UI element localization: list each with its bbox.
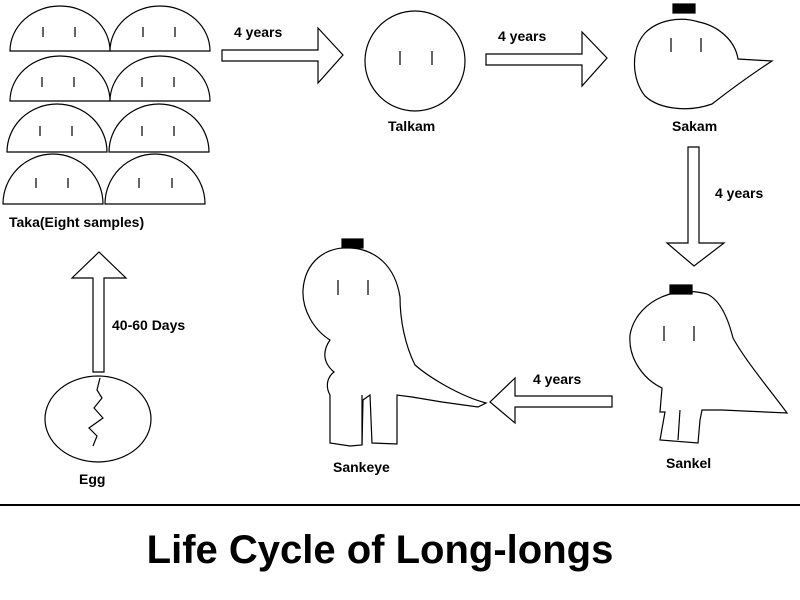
egg-figure [44, 375, 152, 463]
label-egg: Egg [79, 471, 106, 487]
arrow-taka-to-talkam [221, 26, 344, 85]
label-sankel-to-sankeye: 4 years [533, 371, 582, 387]
sankel-figure [629, 284, 789, 444]
label-sakam: Sakam [672, 118, 718, 134]
sankeye-figure [302, 238, 488, 447]
talkam-figure [364, 10, 466, 112]
taka-sample [104, 153, 206, 205]
label-taka: Taka(Eight samples) [9, 214, 145, 230]
label-egg-to-taka: 40-60 Days [112, 317, 186, 333]
label-sakam-to-sankel: 4 years [715, 185, 764, 201]
arrow-sakam-to-sankel [665, 146, 726, 267]
label-sankeye: Sankeye [333, 459, 390, 475]
taka-sample [9, 5, 111, 52]
taka-sample [108, 103, 210, 153]
label-talkam-to-sakam: 4 years [498, 28, 547, 44]
arrow-talkam-to-sakam [485, 30, 608, 88]
sakam-figure [633, 3, 774, 110]
label-sankel: Sankel [666, 455, 712, 471]
taka-sample [9, 55, 111, 102]
diagram-title: Life Cycle of Long-longs [146, 528, 614, 572]
taka-sample [6, 103, 108, 153]
arrow-sankel-to-sankeye [489, 376, 613, 425]
taka-samples [2, 5, 211, 205]
taka-sample [109, 55, 211, 102]
label-taka-to-talkam: 4 years [234, 24, 283, 40]
arrow-egg-to-taka [70, 251, 128, 373]
taka-sample [109, 5, 211, 52]
taka-sample [2, 153, 104, 205]
label-talkam: Talkam [388, 118, 436, 134]
